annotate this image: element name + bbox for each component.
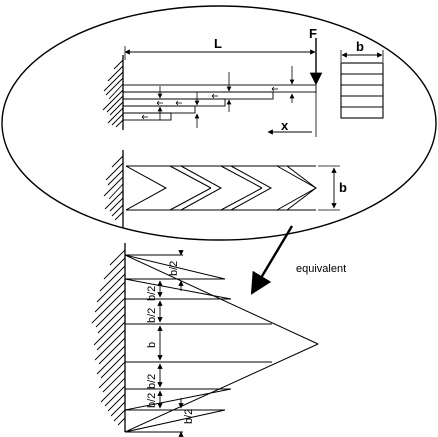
equivalent-plate: b/2 b/2 b/2 b b/2 b/2 b/2: [91, 243, 319, 437]
half-width-label-3: b/2: [146, 308, 158, 323]
half-width-label-5: b/2: [146, 393, 158, 408]
side-view: L F x: [102, 26, 323, 137]
cross-section: b: [340, 39, 384, 119]
thickness-arrows: [157, 66, 295, 128]
dimension-labels: b/2 b/2 b/2 b b/2 b/2 b/2: [146, 261, 195, 424]
half-width-label-4: b/2: [146, 374, 158, 389]
wall-hatch-bottom: [91, 249, 126, 426]
equivalent-label: equivalent: [296, 263, 346, 275]
width-label: b: [356, 39, 364, 54]
half-width-label-6: b/2: [183, 409, 195, 424]
half-width-label-2: b/2: [146, 286, 158, 301]
center-width-label: b: [146, 342, 158, 348]
wall-hatch-mid: [103, 155, 124, 221]
equivalent-arrow: [250, 225, 294, 295]
detail-ellipse: [1, 5, 437, 241]
wall-hatch-top: [102, 59, 124, 128]
slip-arrows: [141, 86, 278, 120]
x-axis-label: x: [281, 118, 289, 133]
top-view: b: [103, 150, 347, 228]
length-label: L: [214, 36, 222, 51]
force-label: F: [309, 26, 317, 41]
fan-width-label: b: [339, 180, 347, 195]
half-width-label-1: b/2: [168, 261, 180, 276]
